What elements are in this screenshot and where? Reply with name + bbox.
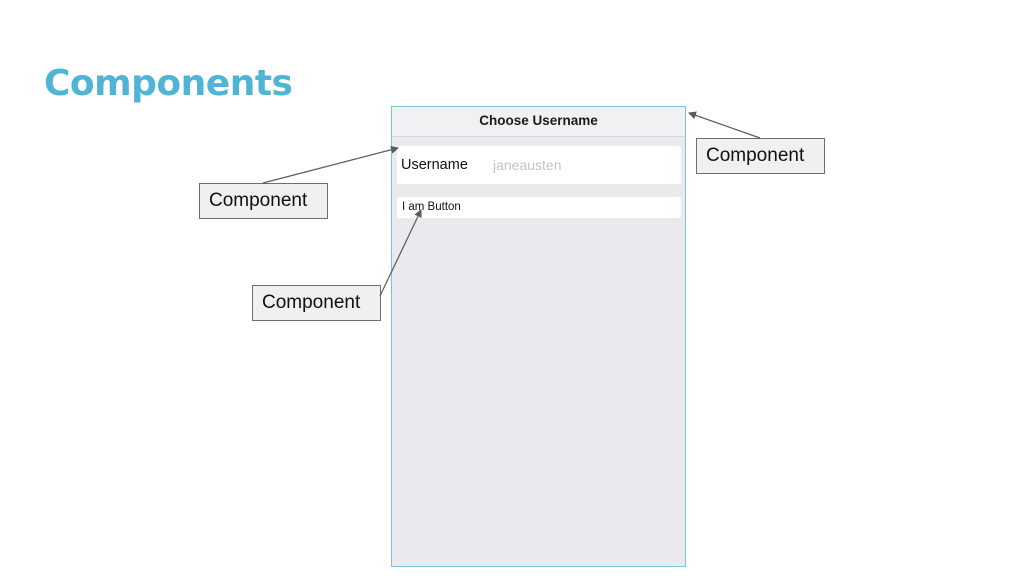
arrow-to-screen [688,111,761,139]
phone-screen: Choose Username Username I am Button [391,106,686,567]
callout-component-username-row: Component [199,183,328,219]
arrow-to-username-row [262,145,399,184]
username-label: Username [401,157,468,173]
callout-component-screen: Component [696,138,825,174]
navigation-bar-title: Choose Username [392,107,685,137]
slide-title: Components [44,63,293,104]
callout-component-button: Component [252,285,381,321]
arrow-to-button [379,209,422,297]
username-field-row: Username [397,146,681,184]
username-input[interactable] [493,154,673,176]
